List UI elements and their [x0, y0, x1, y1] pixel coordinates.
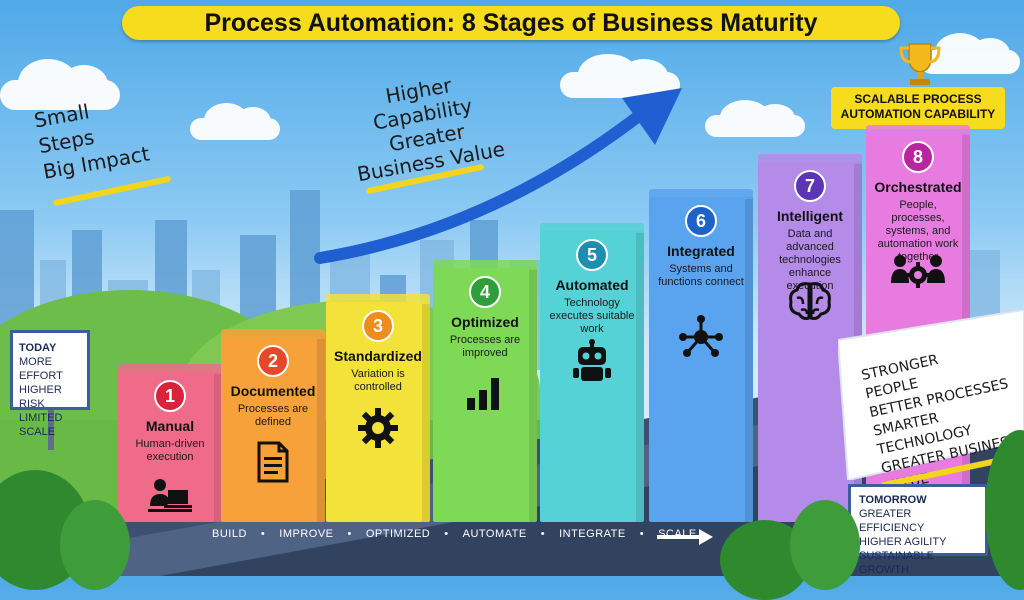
today-sign: TODAY MORE EFFORT HIGHER RISK LIMITED SC… [10, 330, 90, 438]
stage-description: Technology executes suitable work [549, 297, 635, 335]
page-title: Process Automation: 8 Stages of Business… [122, 6, 900, 40]
sign-post [48, 410, 54, 450]
stage-name: Manual [145, 418, 195, 434]
tomorrow-sign: TOMORROW GREATER EFFICIENCY HIGHER AGILI… [848, 484, 988, 576]
trophy-icon [899, 43, 941, 85]
cloud [560, 53, 680, 98]
stage-name: Documented [230, 383, 316, 399]
cloud [705, 99, 805, 137]
stage-name: Integrated [667, 243, 735, 259]
stage-number-badge: 2 [257, 345, 289, 377]
stage-name: Orchestrated [874, 179, 962, 195]
stage-top [866, 125, 970, 135]
capability-line: AUTOMATION CAPABILITY [840, 107, 996, 121]
network-icon [677, 315, 725, 364]
stage-number-badge: 5 [576, 239, 608, 271]
benefits-board [838, 310, 1024, 480]
road-label: IMPROVE [279, 528, 334, 540]
stage-top [540, 223, 644, 233]
tomorrow-line: GREATER EFFICIENCY [859, 508, 925, 534]
cloud [920, 33, 1020, 74]
road-label: OPTIMIZED [365, 528, 431, 540]
road-labels: BUILD• IMPROVE• OPTIMIZED• AUTOMATE• INT… [212, 528, 697, 540]
road-label: BUILD [212, 528, 247, 540]
today-line: HIGHER RISK [19, 384, 62, 410]
stage-number-badge: 1 [154, 380, 186, 412]
growth-arrow-icon [314, 88, 682, 264]
capability-label: SCALABLE PROCESS AUTOMATION CAPABILITY [831, 87, 1005, 129]
road-label: AUTOMATE [462, 528, 527, 540]
bar-chart-icon [463, 372, 507, 417]
stage-number-badge: 7 [794, 170, 826, 202]
stage-name: Automated [555, 277, 629, 293]
capability-line: SCALABLE PROCESS [854, 92, 982, 106]
team-gear-icon [890, 251, 946, 296]
stage-top [433, 260, 537, 270]
road-label: INTEGRATE [559, 528, 626, 540]
stage-top [758, 154, 862, 164]
gear-icon [356, 406, 400, 455]
stage-number-badge: 3 [362, 310, 394, 342]
bush [790, 500, 860, 590]
stage-description: Processes are improved [449, 334, 521, 359]
stage-description: Systems and functions connect [658, 263, 744, 288]
stage-number-badge: 8 [902, 141, 934, 173]
document-icon [255, 441, 291, 488]
stage-number-badge: 6 [685, 205, 717, 237]
today-title: TODAY [19, 342, 57, 354]
stage-top [221, 329, 325, 339]
today-line: LIMITED SCALE [19, 412, 63, 438]
cloud [190, 102, 280, 140]
stage-top [118, 364, 222, 374]
stage-name: Standardized [334, 348, 422, 364]
person-laptop-icon [146, 476, 194, 521]
stage-description: Variation is controlled [351, 368, 405, 393]
stage-description: People, processes, systems, and automati… [877, 199, 959, 263]
stage-name: Intelligent [776, 208, 844, 224]
tomorrow-line: SUSTAINABLE GROWTH [859, 550, 934, 576]
tomorrow-line: HIGHER AGILITY [859, 536, 947, 548]
bush [60, 500, 130, 590]
stage-top [326, 294, 430, 304]
robot-icon [569, 339, 615, 390]
stage-description: Human-driven execution [135, 438, 205, 463]
brain-icon [787, 280, 833, 327]
road-arrow-icon [657, 529, 713, 545]
today-line: MORE EFFORT [19, 356, 63, 382]
cloud [0, 59, 120, 110]
tomorrow-title: TOMORROW [859, 494, 927, 506]
stage-name: Optimized [451, 314, 519, 330]
stage-top [649, 189, 753, 199]
stage-description: Processes are defined [237, 403, 309, 428]
stage-number-badge: 4 [469, 276, 501, 308]
